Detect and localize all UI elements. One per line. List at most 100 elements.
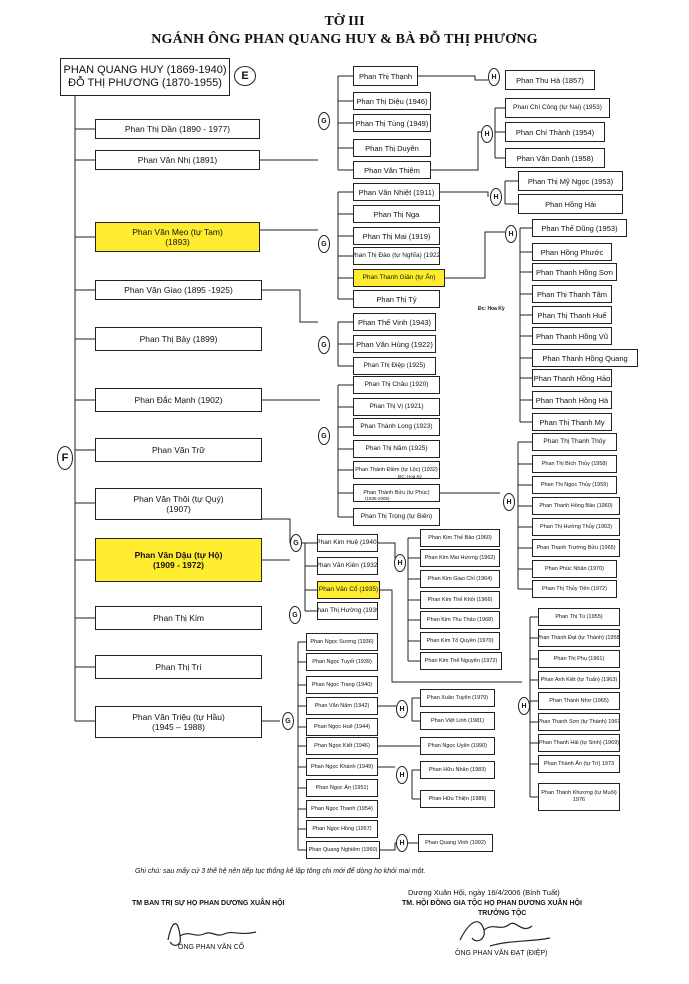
marker-h-co: H: [518, 697, 530, 715]
gen2-nghiem: Phan Quang Nghiêm (1960): [306, 841, 380, 859]
gen3-thiphu: Phan Thị Phụ (1961): [538, 650, 620, 668]
gen1-kim: Phan Thị Kim: [95, 606, 262, 630]
gen3-phucnhan: Phan Phúc Nhân (1970): [532, 560, 617, 578]
gen3-tu: Phan Thị Tú (1955): [538, 608, 620, 626]
gen1-thoi-year: (1907): [166, 504, 191, 514]
gen3-giaochi: Phan Kim Giao Chỉ (1964): [420, 570, 500, 588]
gen3-hongvu: Phan Thanh Hồng Vũ: [532, 327, 612, 345]
left-signature: [167, 923, 257, 946]
marker-g-meo: G: [318, 235, 330, 253]
gen2-co: Phan Văn Cổ (1935): [317, 581, 380, 599]
gen3-huuthien: Phan Hữu Thiện (1986): [420, 790, 495, 808]
gen2-kien: Phan Văn Kiên (1932): [317, 557, 378, 575]
gen1-tri: Phan Thị Trí: [95, 655, 262, 679]
gen2-trang: Phan Ngọc Trang (1940): [306, 676, 378, 694]
footer-right-role: TRƯỞNG TỘC: [478, 910, 527, 917]
gen3-ngocthuy: Phan Thị Ngọc Thủy (1959): [532, 476, 617, 494]
gen3-ngocuyen: Phan Ngọc Uyển (1990): [420, 737, 495, 755]
marker-e: E: [234, 66, 256, 86]
marker-g-giao: G: [318, 336, 330, 354]
gen2-chau: Phan Thị Châu (1920): [353, 376, 440, 394]
gen3-thanhmy: Phan Thị Thanh My: [532, 413, 612, 431]
gen3-thedung: Phan Thế Dũng (1953): [532, 219, 627, 237]
root-couple-box: PHAN QUANG HUY (1869-1940) ĐỖ THỊ PHƯƠNG…: [60, 58, 230, 96]
gen1-dau-name: Phan Văn Dậu (tự Hộ): [134, 549, 223, 560]
gen3-myngoc: Phan Thị Mỹ Ngọc (1953): [518, 171, 623, 191]
gen2-vinh: Phan Thế Vinh (1943): [353, 313, 436, 331]
marker-h-nam: H: [396, 700, 408, 718]
gen1-tru: Phan Văn Trữ: [95, 438, 262, 462]
note-ha-ky: Đc: Hoa Kỳ: [478, 306, 505, 312]
gen2-trong: Phan Thị Trọng (tự Biên): [353, 508, 440, 526]
gen2-nam: Phan Thị Năm (1925): [353, 440, 440, 458]
gen3-thuytien: Phan Thị Thủy Tiên (1972): [532, 580, 617, 598]
marker-h-thiem: H: [481, 125, 493, 143]
marker-h-nghiem: H: [396, 834, 408, 852]
gen1-giao: Phan Văn Giao (1895 -1925): [95, 280, 262, 300]
gen3-thanhthuy: Phan Thị Thanh Thủy: [532, 433, 617, 451]
gen3-thuha: Phan Thu Hà (1857): [505, 70, 595, 90]
gen2-long: Phan Thành Long (1923): [353, 418, 440, 436]
gen1-thoi: Phan Văn Thôi (tự Quý) (1907): [95, 488, 262, 520]
gen2-kiet: Phan Ngọc Kiết (1946): [306, 737, 378, 755]
page-heading: NGÁNH ÔNG PHAN QUANG HUY & BÀ ĐỖ THỊ PHƯ…: [151, 32, 538, 47]
gen1-dau: Phan Văn Dậu (tự Hộ) (1909 - 1972): [95, 538, 262, 582]
gen2-hue: Phan Ngọc Huê (1944): [306, 718, 378, 736]
gen2-huong: Phan Thị Hường (1939): [317, 602, 378, 620]
gen1-bay: Phan Thị Bảy (1899): [95, 327, 262, 351]
marker-h-khanh: H: [396, 766, 408, 784]
gen3-thanhson: Phan Thanh Sơn (tự Thành) 1967: [538, 713, 620, 731]
footnote: Ghi chú: sau mấy cứ 3 thế hệ nên tiếp tụ…: [135, 868, 426, 875]
gen2-suong: Phan Ngọc Sương (1936): [306, 633, 378, 651]
gen1-dau-year: (1909 - 1972): [152, 560, 205, 570]
gen3-anhkiet: Phan Anh Kiệt (tự Tuấn) (1963): [538, 671, 620, 689]
gen3-hongbao: Phan Thanh Hồng Bảo (1960): [532, 497, 620, 515]
marker-h-gian: H: [505, 225, 517, 243]
footer-left-title: TM BAN TRỊ SỰ HỌ PHAN DƯƠNG XUÂN HỘI: [132, 900, 285, 907]
gen3-truongbuu: Phan Thanh Trường Bửu (1965): [532, 539, 620, 557]
gen1-trieu-name: Phan Văn Triệu (tự Hầu): [132, 711, 225, 722]
marker-f: F: [57, 446, 73, 470]
gen2-ty: Phan Thị Tỷ: [353, 290, 440, 308]
gen3-xuantuyen: Phan Xuân Tuyên (1979): [420, 689, 495, 707]
footer-right-title: TM. HỘI ĐỒNG GIA TỘC HỌ PHAN DƯƠNG XUÂN …: [402, 900, 582, 907]
gen3-thebao: Phan Kim Thế Bảo (1960): [420, 529, 500, 547]
gen3-hongphuoc: Phan Hồng Phước: [532, 243, 612, 261]
gen3-huongthuy: Phan Thị Hường Thủy (1963): [532, 518, 620, 536]
gen3-thenguyen: Phan Kim Thế Nguyên (1972): [420, 652, 502, 670]
gen2-thanh2: Phan Ngọc Thanh (1954): [306, 800, 378, 818]
footer-right-name: ÔNG PHAN VĂN ĐẠT (ĐIỆP): [455, 950, 548, 957]
marker-h-thanh: H: [488, 68, 500, 86]
gen1-manh: Phan Đắc Mạnh (1902): [95, 388, 262, 412]
gen2-gian: Phan Thanh Giản (tự Ấn): [353, 269, 445, 287]
gen3-thuthao: Phan Kim Thu Thảo (1968): [420, 611, 500, 629]
gen2-hong: Phan Ngọc Hồng (1957): [306, 820, 378, 838]
marker-g-trieu: G: [282, 712, 294, 730]
root-line-2: ĐỖ THỊ PHƯƠNG (1870-1955): [68, 77, 222, 89]
gen3-hongson: Phan Thanh Hồng Sơn: [532, 263, 617, 281]
gen2-diep: Phan Thị Điệp (1925): [353, 357, 436, 375]
gen2-tuyet: Phan Ngọc Tuyết (1939): [306, 653, 378, 671]
gen2-diem: Phan Thành Điềm (tự Lộc) (1932): [353, 461, 440, 479]
gen3-danh: Phan Văn Danh (1958): [505, 148, 605, 168]
gen3-maihuong: Phan Kim Mai Hương (1962): [420, 549, 500, 567]
root-line-1: PHAN QUANG HUY (1869-1940): [63, 63, 227, 76]
gen3-thanhhai: Phan Thanh Hải (tự Sinh) (1969): [538, 734, 620, 752]
gen1-trieu-year: (1945 – 1988): [152, 722, 205, 732]
gen3-honghai: Phan Hồng Hải: [518, 194, 623, 214]
sheet-number: TỜ III: [324, 14, 365, 29]
gen2-kimhue: Phan Kim Huệ (1940): [317, 534, 378, 552]
gen3-thanhdat: Phan Thành Đạt (tự Thành) (1958): [538, 629, 620, 647]
gen1-meo-name: Phan Văn Mẹo (tự Tam): [132, 226, 223, 237]
gen3-huunhan: Phan Hữu Nhân (1983): [420, 761, 495, 779]
gen3-vietlinh: Phan Việt Linh (1981): [420, 712, 495, 730]
footer-date: Dương Xuân Hội, ngày 16/4/2006 (Bính Tuấ…: [408, 888, 560, 897]
right-signature: [459, 921, 551, 947]
gen2-thiem: Phan Văn Thiêm: [353, 161, 431, 179]
gen1-meo: Phan Văn Mẹo (tự Tam) (1893): [95, 222, 260, 252]
gen2-dieu: Phan Thị Diệu (1946): [353, 92, 431, 110]
gen2-dao: Phan Thị Đào (tự Nghĩa) (1922): [353, 247, 440, 265]
footer-left-name: ÔNG PHAN VĂN CỔ: [178, 944, 245, 951]
gen2-tung: Phan Thị Tùng (1949): [353, 114, 431, 132]
gen3-thanhan: Phan Thành Ân (tự Trí) 1973: [538, 755, 620, 773]
